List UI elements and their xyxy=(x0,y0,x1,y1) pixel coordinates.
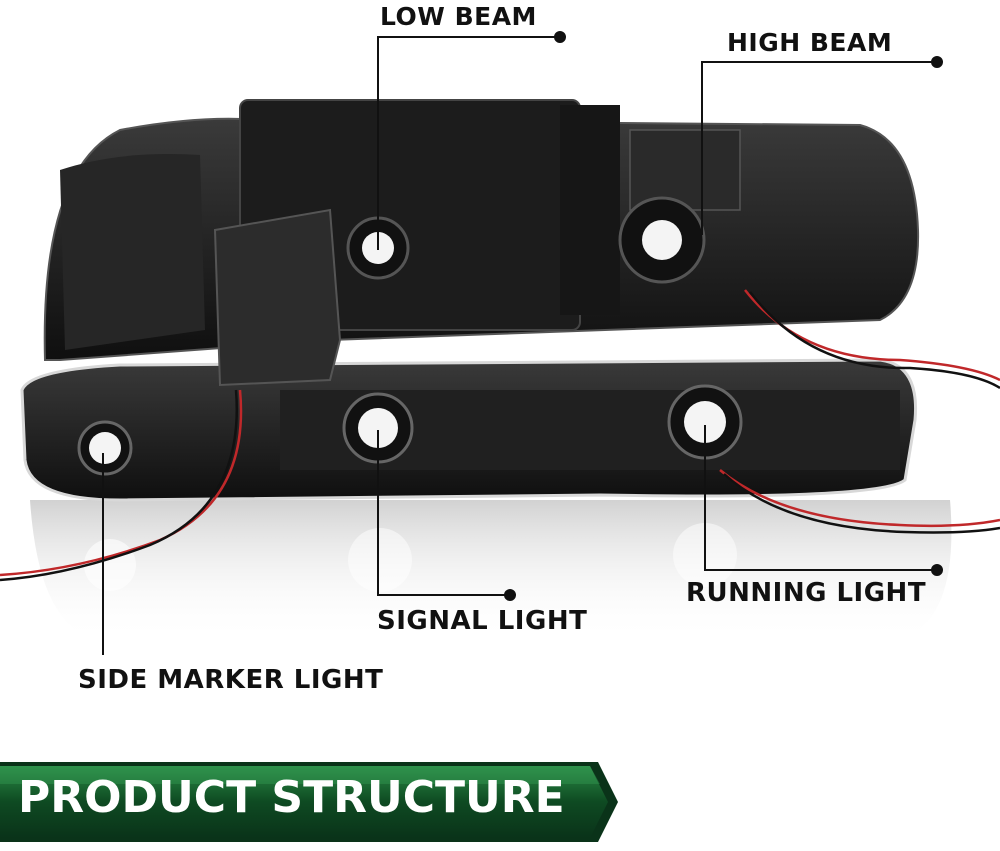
label-side-marker-light: SIDE MARKER LIGHT xyxy=(78,665,384,695)
headlight-housing xyxy=(43,99,920,387)
label-running-light: RUNNING LIGHT xyxy=(686,578,927,608)
label-signal-light: SIGNAL LIGHT xyxy=(377,606,588,636)
running-light-socket xyxy=(667,384,743,460)
wiring xyxy=(0,289,1000,582)
label-low-beam: LOW BEAM xyxy=(380,2,537,31)
bumper-lamp-housing xyxy=(20,358,918,502)
side-marker-socket xyxy=(77,420,133,476)
banner-shape xyxy=(0,762,618,842)
label-high-beam: HIGH BEAM xyxy=(727,28,893,57)
high-beam-socket xyxy=(618,196,706,284)
callout-leader-lines xyxy=(102,31,943,655)
banner-title: PRODUCT STRUCTURE xyxy=(18,772,565,823)
